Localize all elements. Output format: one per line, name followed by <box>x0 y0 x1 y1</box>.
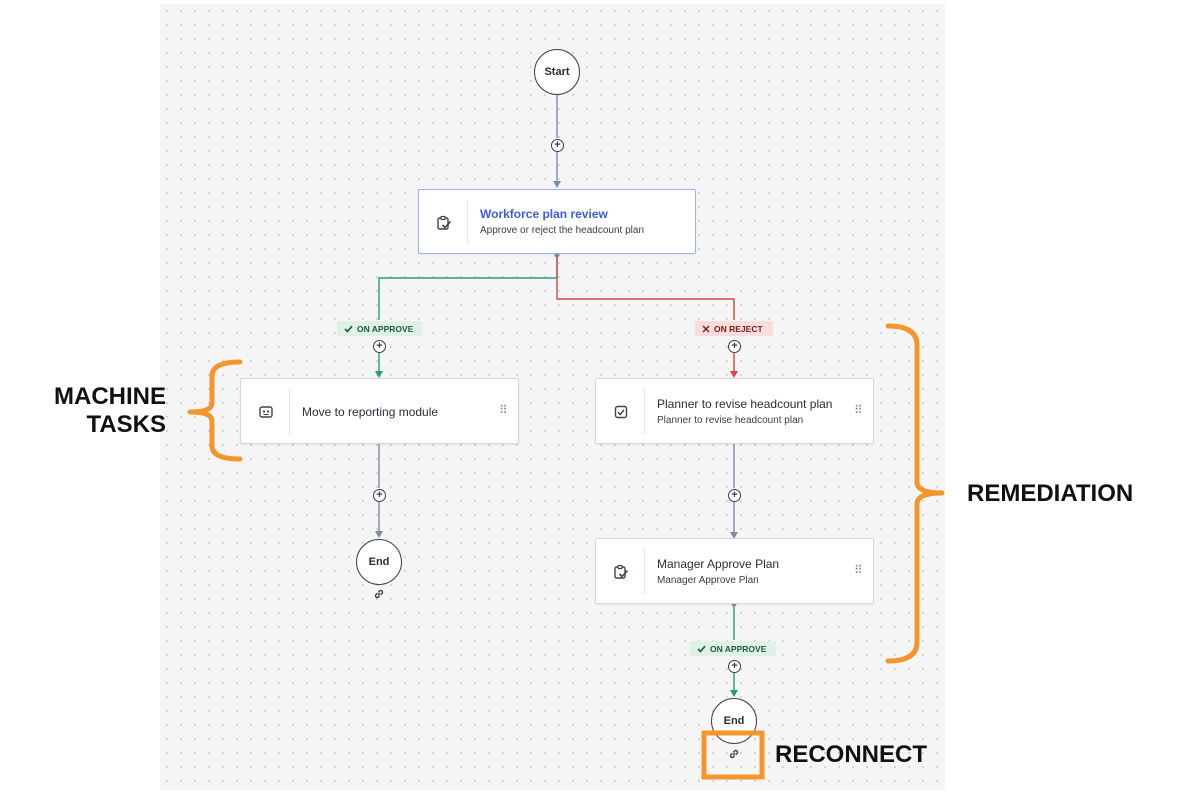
planner-subtitle: Planner to revise headcount plan <box>657 415 804 426</box>
on-reject-badge: ON REJECT <box>695 321 773 336</box>
manager-title: Manager Approve Plan <box>657 557 780 571</box>
add-step-button[interactable]: + <box>373 340 386 353</box>
start-label: Start <box>544 66 570 78</box>
reconnect-annotation: RECONNECT <box>775 741 928 768</box>
approval-clipboard-icon <box>437 215 452 230</box>
on-approve-label: ON APPROVE <box>710 643 767 654</box>
card-divider <box>467 200 468 244</box>
card-divider <box>289 389 290 434</box>
drag-handle-icon[interactable]: ⠿ <box>854 403 863 417</box>
check-icon <box>697 645 706 653</box>
approval-clipboard-icon <box>614 564 629 579</box>
machine-label: MACHINE <box>54 383 166 410</box>
add-step-button[interactable]: + <box>373 489 386 502</box>
add-step-button[interactable]: + <box>551 139 564 152</box>
end-label: End <box>368 556 390 568</box>
planner-title: Planner to revise headcount plan <box>657 397 833 411</box>
workforce-plan-review-card[interactable]: Workforce plan review Approve or reject … <box>418 189 696 254</box>
link-icon[interactable] <box>373 588 385 600</box>
on-approve-badge: ON APPROVE <box>337 321 422 336</box>
add-step-button[interactable]: + <box>728 660 741 673</box>
robot-icon <box>259 406 273 418</box>
tasks-label: TASKS <box>86 410 166 438</box>
move-to-reporting-module-card[interactable]: Move to reporting module ⠿ <box>240 378 519 444</box>
drag-handle-icon[interactable]: ⠿ <box>499 403 508 417</box>
start-node[interactable]: Start <box>534 49 580 95</box>
end-label: End <box>723 715 745 727</box>
end-node-right[interactable]: End <box>711 698 757 744</box>
drag-handle-icon[interactable]: ⠿ <box>854 563 863 577</box>
end-node-left[interactable]: End <box>356 539 402 585</box>
on-approve-badge: ON APPROVE <box>690 641 776 656</box>
remediation-annotation: REMEDIATION <box>967 480 1134 507</box>
review-subtitle: Approve or reject the headcount plan <box>480 225 644 236</box>
machine-tasks-annotation: MACHINE TASKS <box>41 383 166 438</box>
x-icon <box>702 324 710 333</box>
on-reject-label: ON REJECT <box>714 323 763 334</box>
card-divider <box>644 549 645 594</box>
manager-subtitle: Manager Approve Plan <box>657 575 759 586</box>
check-icon <box>344 325 353 333</box>
manager-approve-card[interactable]: Manager Approve Plan Manager Approve Pla… <box>595 538 874 604</box>
planner-revise-card[interactable]: Planner to revise headcount plan Planner… <box>595 378 874 444</box>
move-title: Move to reporting module <box>302 405 439 419</box>
link-icon[interactable] <box>728 748 740 760</box>
task-check-icon <box>614 405 628 419</box>
add-step-button[interactable]: + <box>728 489 741 502</box>
card-divider <box>644 389 645 434</box>
on-approve-label: ON APPROVE <box>357 323 414 334</box>
review-title: Workforce plan review <box>480 207 608 221</box>
add-step-button[interactable]: + <box>728 340 741 353</box>
